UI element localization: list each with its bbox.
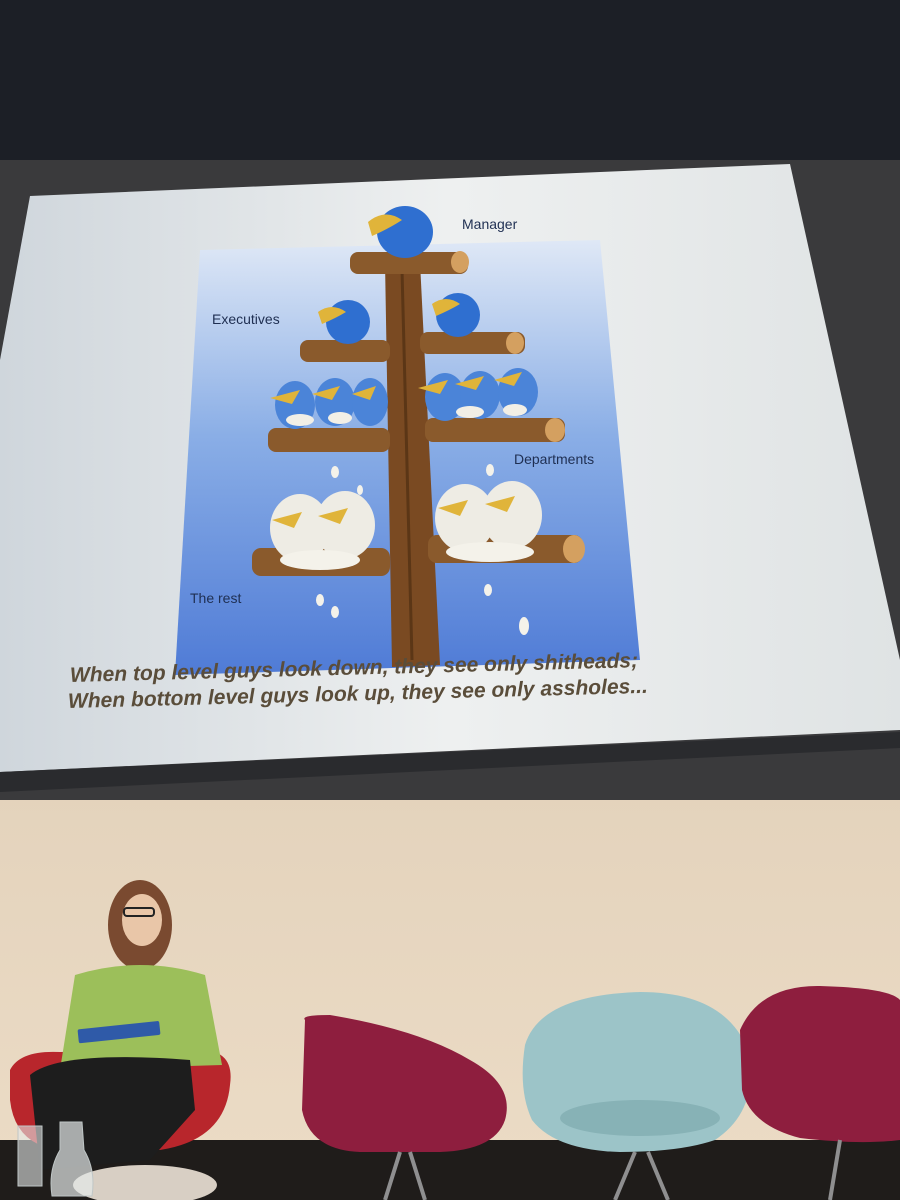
- branch-dept-right: [425, 418, 565, 442]
- branch-rest-end: [563, 535, 585, 563]
- branch-exec-right: [420, 332, 525, 354]
- pole-grain: [400, 269, 414, 661]
- label-manager: Manager: [462, 216, 518, 232]
- tree-pole: [385, 262, 440, 667]
- branch-exec-end: [506, 332, 524, 354]
- water-glass: [17, 1125, 43, 1187]
- label-departments: Departments: [514, 451, 595, 467]
- birds-rest-left: [270, 491, 375, 570]
- birds-dept-left: [270, 378, 388, 429]
- side-table: [73, 1165, 217, 1200]
- water-carafe: [50, 1121, 94, 1197]
- branch-dept-left: [268, 428, 390, 452]
- branch-exec-left: [300, 340, 390, 362]
- branch-dept-end: [545, 418, 565, 442]
- bird-exec-1: [318, 300, 370, 344]
- birds-rest-right: [435, 481, 542, 562]
- chair-teal: [522, 992, 751, 1200]
- branch-top-end: [451, 251, 469, 273]
- chair-magenta-1: [302, 1015, 507, 1200]
- chair-magenta-2: [740, 985, 900, 1200]
- birds-dept-right: [418, 368, 538, 421]
- bird-exec-2: [432, 293, 480, 337]
- speaker-person: [30, 880, 222, 1170]
- label-executives: Executives: [212, 311, 280, 327]
- branch-top: [350, 252, 468, 274]
- label-the-rest: The rest: [190, 590, 242, 606]
- bird-manager: [368, 206, 433, 258]
- screen-bottom-frame: [0, 732, 900, 792]
- drips: [316, 464, 529, 635]
